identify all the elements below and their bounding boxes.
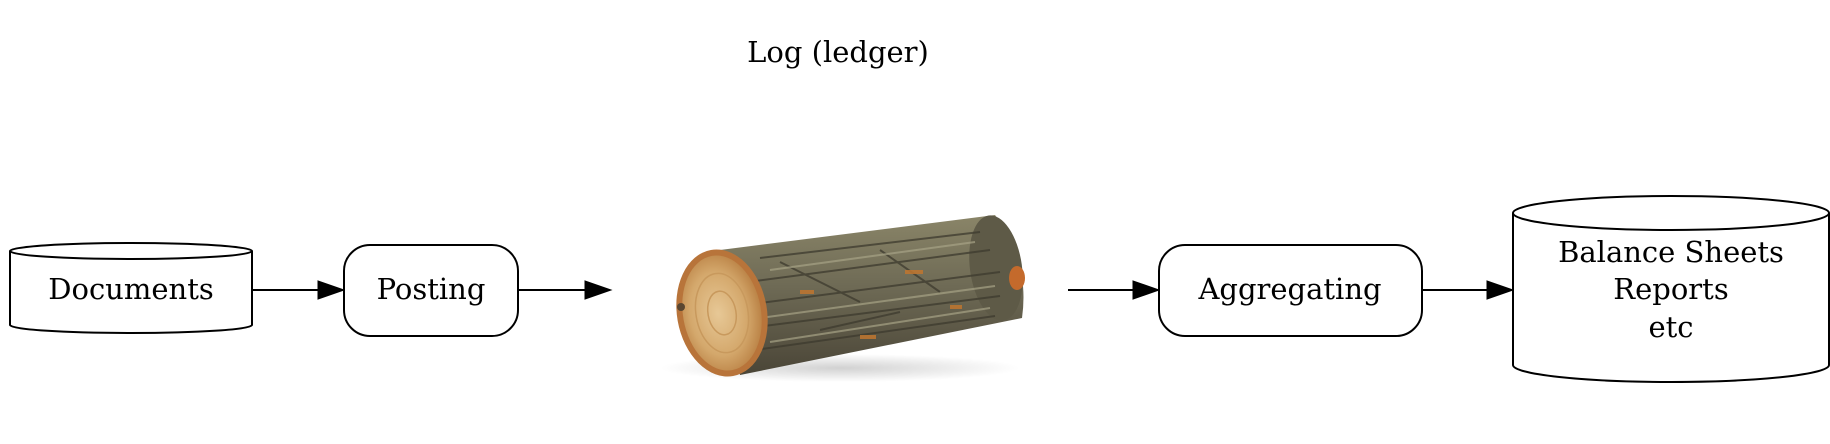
outputs-line-etc: etc <box>1648 310 1693 344</box>
edge-posting-to-log <box>518 280 613 300</box>
posting-label: Posting <box>377 272 486 306</box>
outputs-line-reports: Reports <box>1613 272 1728 306</box>
wooden-log-image <box>660 215 1025 382</box>
outputs-node: Balance Sheets Reports etc <box>1512 195 1830 383</box>
arrowhead-icon <box>584 280 613 300</box>
edge-log-to-aggregating <box>1068 280 1161 300</box>
posting-node: Posting <box>343 244 519 337</box>
outputs-line-balance-sheets: Balance Sheets <box>1558 235 1784 269</box>
arrowhead-icon <box>1132 280 1161 300</box>
diagram-title: Log (ledger) <box>747 35 929 69</box>
documents-label: Documents <box>48 272 214 306</box>
aggregating-node: Aggregating <box>1158 244 1423 337</box>
edge-documents-to-posting <box>252 280 346 300</box>
aggregating-label: Aggregating <box>1197 272 1381 306</box>
edge-aggregating-to-outputs <box>1422 280 1515 300</box>
documents-node: Documents <box>9 242 253 334</box>
arrowhead-icon <box>317 280 346 300</box>
arrowhead-icon <box>1486 280 1515 300</box>
